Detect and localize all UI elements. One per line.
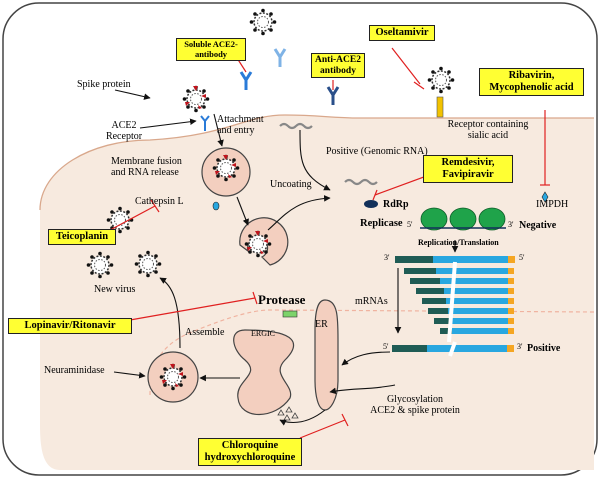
label-replicase: Replicase [360,218,403,229]
label-positive-3: 3' [517,342,523,351]
label-genome-3: 3' [384,253,390,262]
ace2-receptor-glyph [200,115,210,131]
drug-lopinavir: Lopinavir/Ritonavir [8,318,132,334]
genome-bar [395,256,515,263]
inhibit-chloroquine [299,419,346,439]
drug-remdesivir: Remdesivir,Favipiravir [423,155,513,183]
label-rdrp: RdRp [383,199,409,210]
arrow-neuraminidase [113,371,146,379]
cathepsin-dot [212,201,220,211]
label-replicase-3: 3' [508,220,514,229]
cell-membrane [39,114,594,211]
drug-oseltamivir: Oseltamivir [369,25,435,41]
label-er: ER [315,319,328,330]
antibody-soluble [239,48,287,90]
positive-bar [392,341,514,357]
label-cathepsin: Cathepsin L [135,196,184,207]
mrna-ladder [404,261,514,343]
spike-triangles [277,406,299,421]
inhibit-remdesivir-bar [372,189,378,201]
inhibit-oseltamivir-bar [413,81,425,90]
rna-strand-1 [279,122,313,130]
label-assemble: Assemble [185,327,225,338]
label-neuraminidase: Neuraminidase [44,365,105,376]
label-uncoating: Uncoating [270,179,312,190]
label-replicase-5: 5' [407,220,413,229]
drug-teicoplanin: Teicoplanin [48,229,116,245]
label-positive: Positive [527,343,561,354]
inhibit-lopinavir-bar [252,291,258,305]
inhibit-oseltamivir [391,47,421,85]
label-negative: Negative [519,220,557,231]
label-impdh: IMPDH [536,199,569,210]
arrow-to-er [341,351,391,366]
arrow-uncoating-rna [267,195,331,231]
arrow-assemble-new [159,277,181,349]
sialic-receptor [436,96,444,118]
ribosomes [420,207,506,231]
label-positive-rna: Positive (Genomic RNA) [326,146,428,157]
arrow-ace2 [139,118,197,129]
antibody-anti-ace2 [326,86,340,105]
inhibit-lopinavir [129,297,256,321]
rdrp-blob [364,200,378,208]
arrow-spike [114,89,151,100]
drug-ribavirin: Ribavirin,Mycophenolic acid [479,68,584,96]
arrow-rna-down [299,129,331,191]
label-new-virus: New virus [94,284,136,295]
inhibit-chloroquine-bar [341,413,349,427]
inhibit-teicoplanin-bar [150,199,160,213]
arrow-glycosylation [329,384,396,395]
rna-strand-2 [344,178,378,186]
label-protease: Protease [258,292,306,307]
arrow-er-ergic [279,409,326,426]
impdh-diamond [541,191,549,203]
label-ergic: ERGIC [251,329,275,338]
drug-soluble-ace2: Soluble ACE2-antibody [176,38,246,62]
inhibit-teicoplanin [109,205,156,231]
label-positive-5: 5' [383,342,389,351]
label-genome-5: 5' [519,253,525,262]
protease-glyph [282,310,298,318]
label-spike-protein: Spike protein [77,79,131,90]
arrow-to-uncoating [236,196,249,226]
er-shape [314,299,339,411]
arrow-to-vesicle [213,113,224,147]
label-mrnas: mRNAs [355,296,388,307]
ergic-shape [233,329,294,416]
label-replication: Replication/Translation [418,238,499,247]
